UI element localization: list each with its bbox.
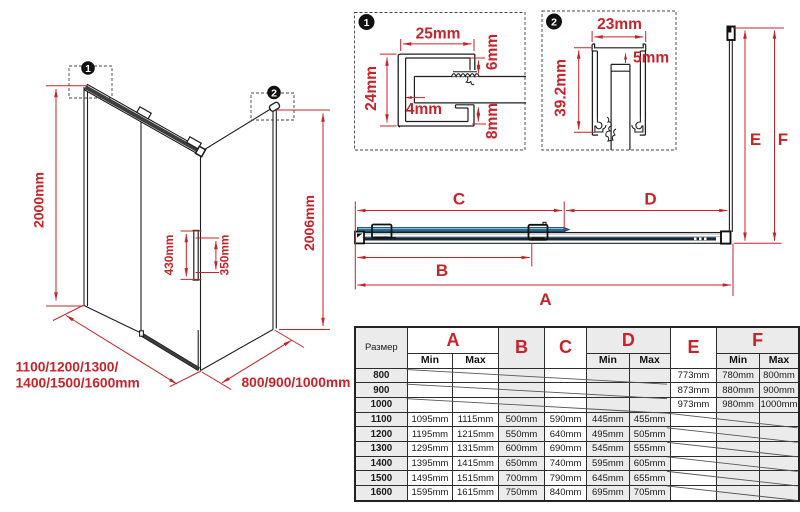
- svg-text:23mm: 23mm: [597, 16, 642, 33]
- svg-text:A: A: [539, 290, 551, 309]
- svg-text:1: 1: [364, 17, 370, 29]
- svg-text:1: 1: [85, 63, 91, 75]
- svg-text:2006mm: 2006mm: [301, 195, 317, 251]
- svg-text:4mm: 4mm: [406, 101, 442, 118]
- svg-text:C: C: [453, 190, 465, 209]
- svg-text:6mm: 6mm: [484, 34, 501, 70]
- svg-text:F: F: [778, 130, 788, 149]
- svg-text:1100/1200/1300/: 1100/1200/1300/: [16, 360, 119, 375]
- svg-text:5mm: 5mm: [633, 50, 669, 67]
- svg-text:25mm: 25mm: [416, 26, 461, 43]
- svg-text:2: 2: [271, 87, 277, 99]
- svg-text:B: B: [436, 261, 448, 280]
- svg-text:430mm: 430mm: [162, 235, 176, 276]
- svg-text:D: D: [644, 190, 656, 209]
- svg-text:39.2mm: 39.2mm: [553, 59, 570, 117]
- svg-text:800/900/1000mm: 800/900/1000mm: [242, 375, 351, 390]
- svg-text:24mm: 24mm: [363, 66, 380, 111]
- svg-text:E: E: [750, 130, 761, 149]
- svg-text:350mm: 350mm: [218, 235, 232, 276]
- svg-text:1400/1500/1600mm: 1400/1500/1600mm: [16, 376, 140, 391]
- svg-text:2: 2: [551, 16, 557, 28]
- svg-text:2000mm: 2000mm: [31, 172, 47, 228]
- svg-text:8mm: 8mm: [484, 103, 501, 139]
